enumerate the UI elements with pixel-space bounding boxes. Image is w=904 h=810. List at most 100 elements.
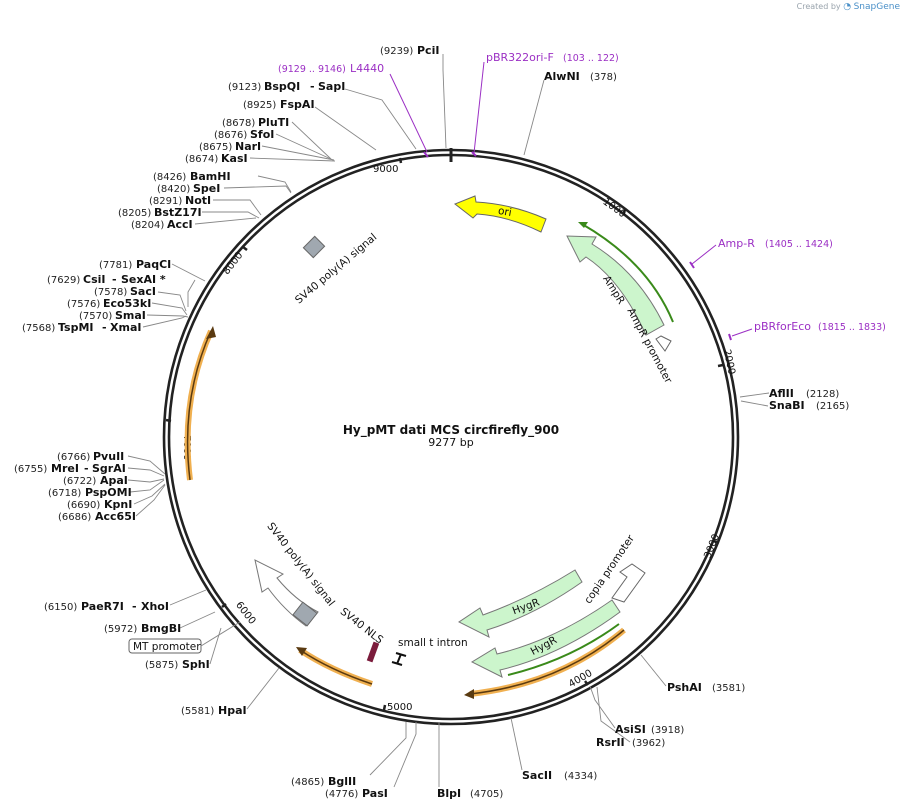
site-snabi[interactable]: SnaBI (2165) [769,399,849,412]
copia-promoter-arrow[interactable] [611,563,646,603]
site-kasi-name: KasI [221,152,248,165]
site-apai[interactable]: (6722) ApaI [63,474,128,487]
site-bstz17i[interactable]: (8205) BstZ17I [118,206,202,219]
orange-feature-bottomleft-arrowhead [296,647,307,656]
site-nari[interactable]: (8675) NarI [199,140,261,153]
ampr-orf-arrowhead [578,222,588,228]
site-mrei[interactable]: (6755) MreI - SgrAI [14,462,126,475]
site-smai[interactable]: (7570) SmaI [79,309,146,322]
site-blpi-name: BlpI [437,787,461,800]
snapgene-logo-icon: ◔ [843,2,852,12]
site-pshai[interactable]: PshAI (3581) [667,681,745,694]
site-bspqi[interactable]: (9123) BspQI - SapI [228,80,345,93]
site-alwni[interactable]: AlwNI (378) [544,70,617,83]
sv40-polya-top-box[interactable] [302,235,326,259]
sv40-nls-label: SV40 NLS [338,606,386,647]
site-aflii-pos: (2128) [806,389,839,400]
site-bamhi-name: BamHI [190,170,231,183]
site-bglii[interactable]: (4865) BglII [291,775,356,788]
tick-label-6000: 6000 [233,600,257,627]
site-aflii[interactable]: AflII (2128) [769,387,839,400]
site-asisi[interactable]: AsiSI (3918) [615,723,684,736]
site-mrei-name: MreI [51,462,79,475]
site-asisi-name: AsiSI [615,723,646,736]
site-pvuii[interactable]: (6766) PvuII [57,450,124,463]
ampr-arrow[interactable] [566,235,665,336]
ori-arrow[interactable] [454,195,547,233]
site-tspmi[interactable]: (7568) TspMI - XmaI [22,321,141,334]
site-aflii-name: AflII [769,387,794,400]
plasmid-length: 9277 bp [428,436,473,449]
site-apai-name: ApaI [100,474,128,487]
site-saci[interactable]: (7578) SacI [94,285,156,298]
small-t-intron-glyph[interactable] [391,652,407,666]
site-acci[interactable]: (8204) AccI [131,218,193,231]
sv40-polya-top-label: SV40 poly(A) signal [293,231,379,306]
site-bstz17i-pos: (8205) [118,208,151,219]
site-eco53ki[interactable]: (7576) Eco53kI [67,297,151,310]
site-alwni-name: AlwNI [544,70,580,83]
site-kpni[interactable]: (6690) KpnI [67,498,132,511]
site-noti[interactable]: (8291) NotI [149,194,211,207]
site-kasi-pos: (8674) [185,154,218,165]
hygr-arrow-1[interactable] [458,569,583,638]
site-pasi[interactable]: (4776) PasI [325,787,388,800]
primer-amp-r-name: Amp-R [718,237,755,250]
primer-pbr322ori-f[interactable]: pBR322ori-F (103 .. 122) [471,51,619,157]
site-saci-pos: (7578) [94,287,127,298]
sv40-polya-bottom-box[interactable] [292,601,318,627]
site-bamhi[interactable]: (8426) BamHI [153,170,231,183]
site-pluti-name: PluTI [258,116,289,129]
site-smai-name: SmaI [115,309,146,322]
site-nari-pos: (8675) [199,142,232,153]
site-pcii[interactable]: (9239) PciI [380,44,439,57]
site-pshai-pos: (3581) [712,683,745,694]
site-pspomi[interactable]: (6718) PspOMI [48,486,132,499]
site-sfoi[interactable]: (8676) SfoI [214,128,274,141]
sv40-nls-box[interactable] [366,641,380,663]
primer-amp-r-range: (1405 .. 1424) [765,239,833,250]
orange-feature-bottom-arrowhead [464,689,474,699]
tick-label-8000: 8000 [221,250,245,277]
site-acc65i-pos: (6686) [58,512,91,523]
site-kpni-name: KpnI [104,498,132,511]
primer-l4440[interactable]: (9129 .. 9146) L4440 [278,62,429,158]
site-blpi-pos: (4705) [470,789,503,800]
ampr-promoter-arrow[interactable] [655,335,672,352]
site-sphi[interactable]: (5875) SphI [145,658,210,671]
site-paer7i[interactable]: (6150) PaeR7I - XhoI [44,600,169,613]
mt-promoter-label: MT promoter [133,641,201,653]
site-blpi[interactable]: BlpI (4705) [437,787,503,800]
orange-feature-left-arrowhead [206,326,216,339]
site-bmgbi[interactable]: (5972) BmgBI [104,622,181,635]
site-sacii[interactable]: SacII (4334) [522,769,597,782]
site-hpai[interactable]: (5581) HpaI [181,704,247,717]
site-spei[interactable]: (8420) SpeI [157,182,220,195]
site-acc65i[interactable]: (6686) Acc65I [58,510,136,523]
site-pluti[interactable]: (8678) PluTI [222,116,289,129]
site-paer7i-name: PaeR7I [81,600,124,613]
site-sacii-pos: (4334) [564,771,597,782]
primer-l4440-name: L4440 [350,62,384,75]
site-paqci-pos: (7781) [99,260,132,271]
site-paqci[interactable]: (7781) PaqCI [99,258,171,271]
site-bspqi-dash: - [310,80,315,93]
orange-feature-bottomleft[interactable] [298,647,373,687]
site-sfoi-pos: (8676) [214,130,247,141]
hygr-arrow-2[interactable] [470,599,621,678]
site-bmgbi-pos: (5972) [104,624,137,635]
site-bglii-pos: (4865) [291,777,324,788]
primer-amp-r[interactable]: Amp-R (1405 .. 1424) [689,237,833,269]
primer-pbrforeco[interactable]: pBRforEco (1815 .. 1833) [728,320,886,341]
created-by-text: Created by [796,2,841,11]
tick-label-3000: 3000 [702,533,722,561]
site-pcii-name: PciI [417,44,439,57]
site-bspqi-extra: SapI [318,80,345,93]
site-fspai[interactable]: (8925) FspAI [243,98,315,111]
site-sacii-name: SacII [522,769,552,782]
site-kasi[interactable]: (8674) KasI [185,152,248,165]
site-csii[interactable]: (7629) CsiI - SexAI * [47,273,166,286]
plasmid-name: Hy_pMT dati MCS circfirefly_900 [343,423,559,438]
site-rsrii[interactable]: RsrII (3962) [596,736,665,749]
site-bstz17i-name: BstZ17I [154,206,202,219]
